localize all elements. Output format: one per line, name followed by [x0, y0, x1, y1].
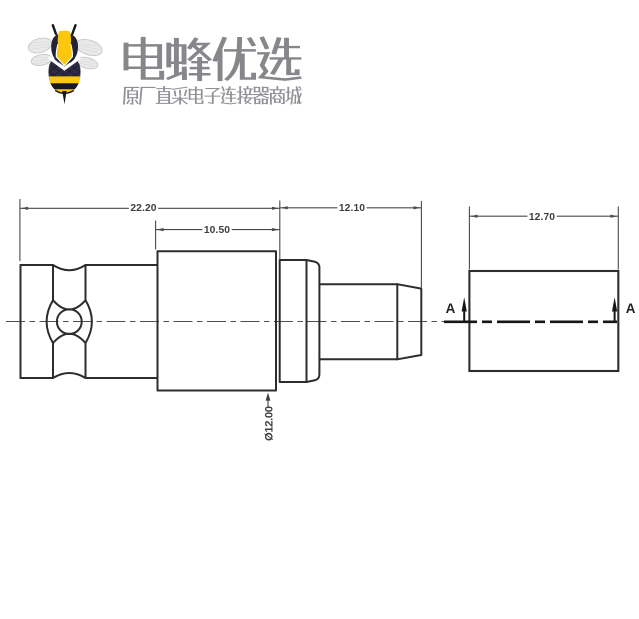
svg-text:A: A	[626, 301, 636, 316]
svg-text:12.70: 12.70	[529, 212, 555, 223]
svg-text:10.50: 10.50	[204, 225, 230, 236]
svg-text:A: A	[446, 301, 456, 316]
svg-text:12.10: 12.10	[339, 203, 365, 214]
svg-text:22.20: 22.20	[130, 203, 156, 214]
svg-text:Ø12.00: Ø12.00	[264, 406, 276, 441]
